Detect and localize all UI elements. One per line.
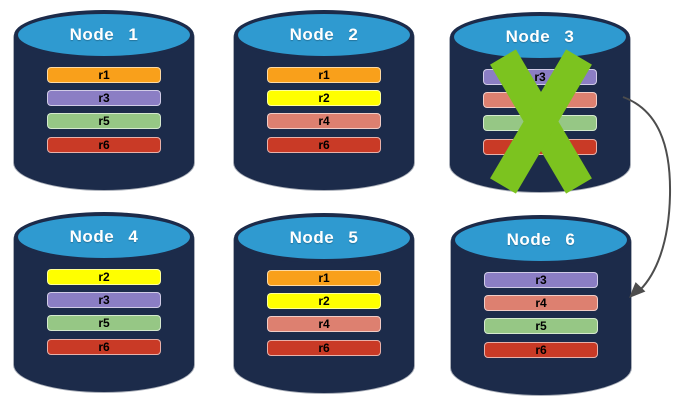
node-2: Node 2 r1 r2 r4 r6	[234, 10, 414, 190]
node-3: Node 3 r3 r4 r5 r6	[450, 12, 630, 194]
replica-bar-r5: r5	[47, 315, 161, 331]
replica-bar-r5: r5	[47, 113, 161, 129]
node-1: Node 1 r1 r3 r5 r6	[14, 10, 194, 190]
node-6: Node 6 r3 r4 r5 r6	[451, 215, 631, 395]
replica-label: r6	[318, 138, 330, 152]
replica-bar-r4: r4	[267, 113, 381, 129]
replica-label: r3	[534, 70, 546, 84]
replica-label: r2	[318, 294, 330, 308]
replica-label: r5	[98, 316, 110, 330]
cylinder-top: Node 5	[234, 213, 414, 263]
node-title: Node 5	[289, 228, 359, 247]
replica-bar-r4: r4	[267, 316, 381, 332]
replica-label: r1	[318, 271, 330, 285]
cylinder-body	[14, 236, 194, 392]
replica-label: r1	[98, 68, 110, 82]
replica-label: r3	[98, 293, 110, 307]
replica-label: r6	[535, 343, 547, 357]
replica-bar-r3: r3	[47, 292, 161, 308]
replica-bar-r6: r6	[267, 137, 381, 153]
replica-bar-r5: r5	[484, 318, 598, 334]
replica-bar-r2: r2	[267, 293, 381, 309]
replica-label: r5	[98, 114, 110, 128]
replica-label: r6	[318, 341, 330, 355]
cylinder-top: Node 2	[234, 10, 414, 60]
replica-label: r4	[535, 296, 547, 310]
replica-bar-r2: r2	[47, 269, 161, 285]
cylinder-top: Node 4	[14, 212, 194, 262]
replica-bar-r1: r1	[267, 67, 381, 83]
replica-bar-r6: r6	[484, 342, 598, 358]
failover-arrowhead	[629, 282, 646, 298]
node-title: Node 3	[505, 27, 575, 46]
replica-label: r5	[535, 319, 547, 333]
node-4: Node 4 r2 r3 r5 r6	[14, 212, 194, 392]
cylinder-body	[14, 34, 194, 190]
replica-bar-r3: r3	[47, 90, 161, 106]
replica-bar-r2: r2	[267, 90, 381, 106]
cylinder-top: Node 1	[14, 10, 194, 60]
replica-label: r4	[318, 317, 330, 331]
failure-x-icon	[490, 49, 592, 194]
cylinder-body	[451, 239, 631, 395]
replica-bar-r6: r6	[47, 137, 161, 153]
replica-bar-r3: r3	[484, 272, 598, 288]
cylinder-top: Node 3	[450, 12, 630, 62]
replica-label: r2	[318, 91, 330, 105]
replica-label: r3	[535, 273, 547, 287]
replica-label: r4	[318, 114, 330, 128]
node-title: Node 1	[69, 25, 139, 44]
replica-label: r1	[318, 68, 330, 82]
replica-label: r2	[98, 270, 110, 284]
replica-label: r3	[98, 91, 110, 105]
replica-bar-r6: r6	[267, 340, 381, 356]
cylinder-top: Node 6	[451, 215, 631, 265]
node-title: Node 6	[506, 230, 576, 249]
node-5: Node 5 r1 r2 r4 r6	[234, 213, 414, 393]
cylinder-body	[234, 237, 414, 393]
cylinder-body	[234, 34, 414, 190]
node-title: Node 2	[289, 25, 359, 44]
replica-label: r6	[98, 340, 110, 354]
replica-label: r6	[98, 138, 110, 152]
node-title: Node 4	[69, 227, 139, 246]
replica-bar-r1: r1	[47, 67, 161, 83]
replica-bar-r4: r4	[484, 295, 598, 311]
replica-bar-r6: r6	[47, 339, 161, 355]
replica-bar-r1: r1	[267, 270, 381, 286]
